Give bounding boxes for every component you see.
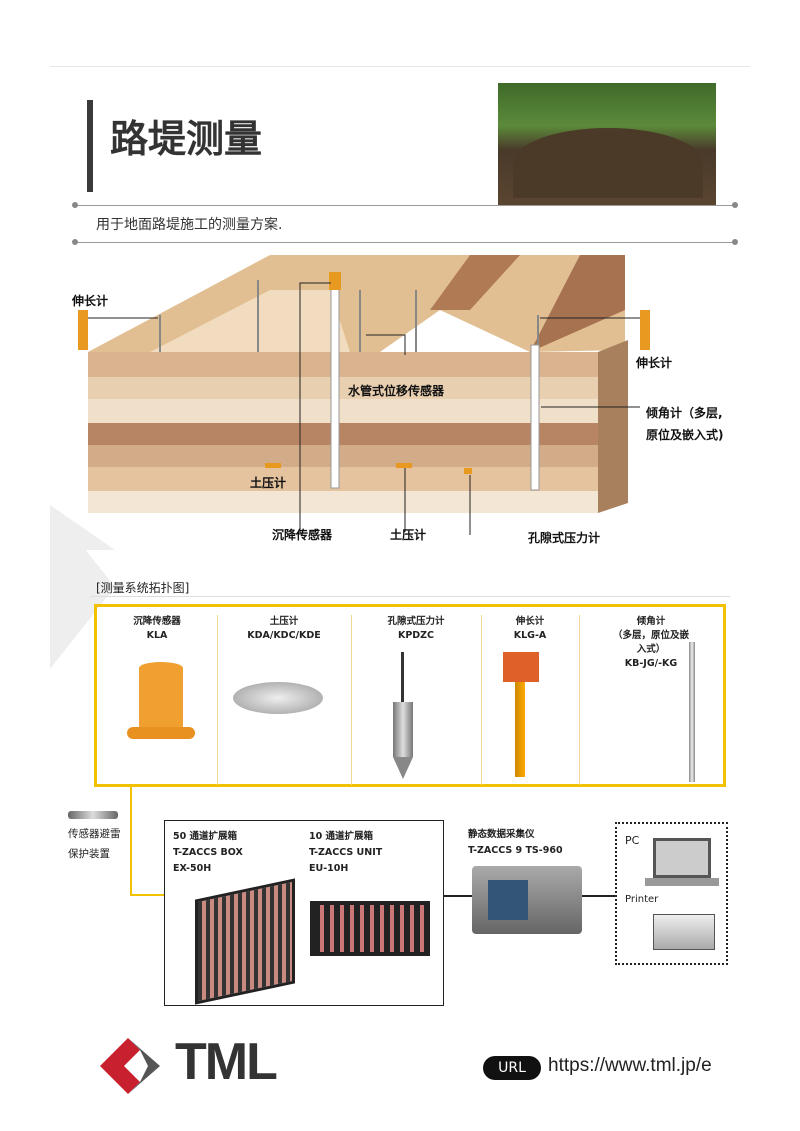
tml-logo (100, 1038, 160, 1094)
divider-dot (732, 202, 738, 208)
label-earth-pressure-bottom: 土压计 (390, 528, 427, 542)
divider-dot (732, 239, 738, 245)
subtitle: 用于地面路堤施工的测量方案. (96, 217, 283, 233)
tml-logo-text: TML (175, 1033, 278, 1091)
connector-line (582, 895, 615, 897)
label-extensometer-right: 伸长计 (636, 356, 673, 370)
earth-pressure-image (233, 682, 323, 714)
sensor-model: KLG-A (513, 630, 547, 641)
connector-line (444, 895, 472, 897)
divider-dot (72, 239, 78, 245)
label-pore-pressure: 孔隙式压力计 (528, 531, 601, 545)
sensor-model: KLA (146, 630, 168, 641)
url-badge: URL (483, 1056, 541, 1080)
connector-line (130, 787, 132, 895)
sensor-model: KDA/KDC/KDE (247, 630, 321, 641)
sensor-name: 土压计 (269, 616, 299, 627)
data-logger-image (472, 866, 582, 934)
sensor-name: 倾角计 （多层，原位及嵌 入式） (612, 616, 689, 655)
connector-line (130, 894, 164, 896)
settlement-sensor-image (139, 662, 183, 732)
sensor-pore-pressure: 孔隙式压力计 KPDZC (351, 607, 481, 790)
embankment-photo (498, 83, 716, 205)
inclinometer-image (689, 642, 695, 782)
pc-printer-group: PC Printer (615, 822, 728, 965)
divider (90, 596, 730, 597)
sensor-settlement: 沉降传感器 KLA (97, 607, 217, 790)
page-title: 路堤测量 (110, 117, 263, 161)
printer-label: Printer (625, 894, 659, 905)
label-settlement-sensor: 沉降传感器 (272, 528, 333, 542)
extensometer-image (503, 652, 539, 682)
sensor-name: 孔隙式压力计 (387, 616, 445, 627)
label-extensometer-left: 伸长计 (72, 294, 109, 308)
sensor-name: 伸长计 (515, 616, 545, 627)
topology-heading: [测量系统拓扑图] (96, 581, 190, 595)
sensor-model: KPDZC (397, 630, 435, 641)
divider-dot (72, 202, 78, 208)
top-rule (50, 66, 750, 67)
sensor-panel: 沉降传感器 KLA 土压计 KDA/KDC/KDE 孔隙式压力计 KPDZC 伸长计 K… (94, 604, 726, 787)
divider (75, 242, 735, 243)
sensor-extensometer: 伸长计 KLG-A (481, 607, 579, 790)
pc-label: PC (625, 834, 640, 847)
pore-pressure-image (393, 702, 413, 757)
label-water-tube-sensor: 水管式位移传感器 (348, 384, 445, 398)
printer-icon (653, 914, 715, 950)
lightning-protector-image (68, 811, 118, 819)
box50-image (195, 878, 295, 1005)
lightning-protector-label: 传感器避雷 保护装置 (68, 828, 121, 860)
box10-image (310, 901, 430, 956)
label-earth-pressure-left: 土压计 (250, 476, 287, 490)
sensor-name: 沉降传感器 (133, 616, 181, 627)
laptop-icon (653, 838, 711, 878)
divider (75, 205, 735, 206)
label-inclinometer: 倾角计（多层, 原位及嵌入式) (646, 406, 724, 442)
chevron-decoration (50, 505, 115, 550)
website-link[interactable]: https://www.tml.jp/e (548, 1055, 712, 1076)
sensor-earth-pressure: 土压计 KDA/KDC/KDE (217, 607, 351, 790)
sensor-inclinometer: 倾角计 （多层，原位及嵌 入式） KB-JG/-KG (579, 607, 723, 790)
sensor-model: KB-JG/-KG (624, 658, 678, 669)
title-bar (87, 100, 93, 192)
embankment-cross-section (50, 255, 650, 550)
